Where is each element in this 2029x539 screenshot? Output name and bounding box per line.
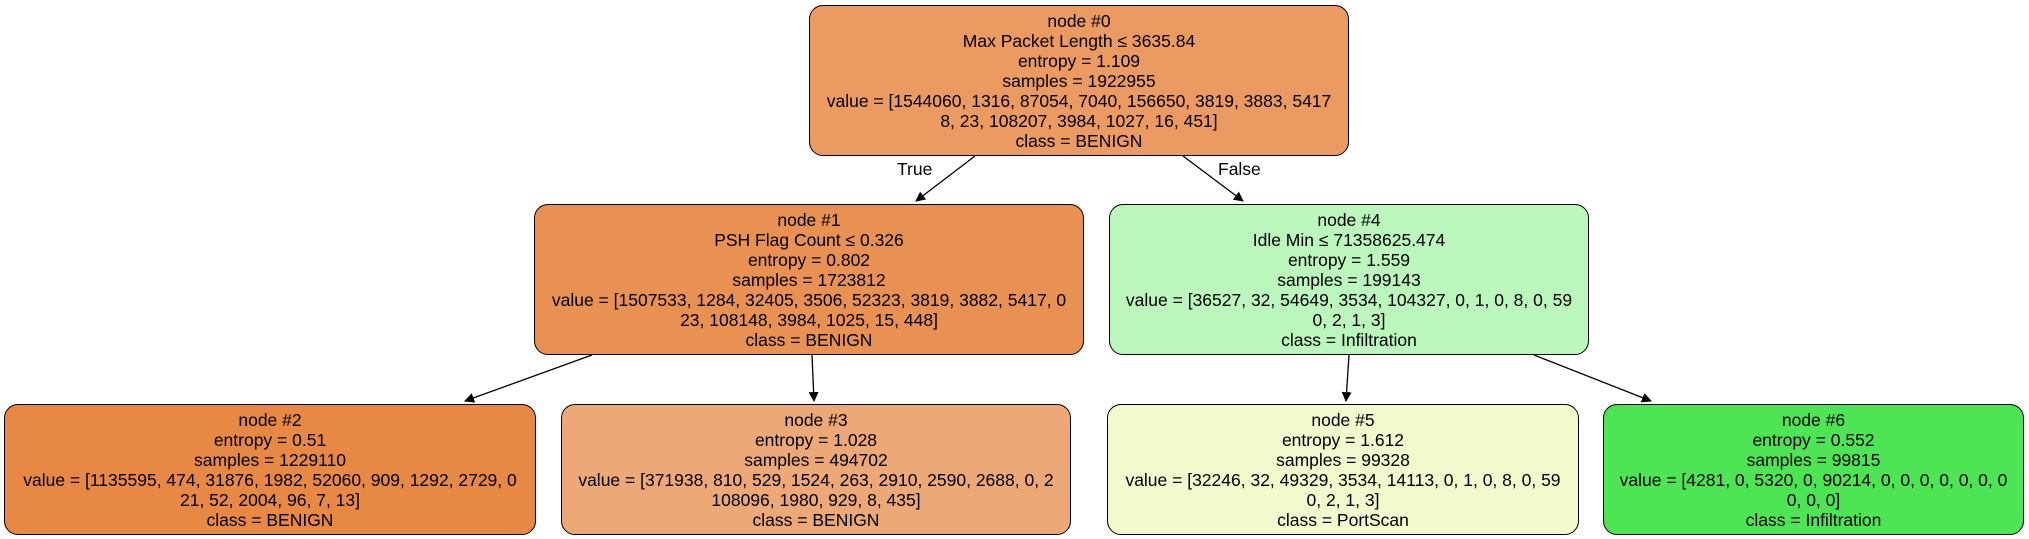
edge-label-false: False xyxy=(1218,159,1261,179)
node-entropy: entropy = 0.51 xyxy=(213,429,327,450)
node-value: value = [1544060, 1316, 87054, 7040, 156… xyxy=(826,90,1332,111)
node-samples: samples = 1922955 xyxy=(1002,70,1156,91)
node-samples: samples = 494702 xyxy=(744,449,888,470)
node-samples: samples = 1723812 xyxy=(732,269,886,290)
node-entropy: entropy = 1.109 xyxy=(1017,50,1141,71)
node-value-cont: 8, 23, 108207, 3984, 1027, 16, 451] xyxy=(940,110,1218,131)
node-entropy: entropy = 0.552 xyxy=(1752,429,1875,450)
tree-node-3: node #3 entropy = 1.028 samples = 494702… xyxy=(561,404,1071,535)
node-entropy: entropy = 1.028 xyxy=(754,429,878,450)
node-class: class = Infiltration xyxy=(1281,329,1417,350)
node-split: Max Packet Length ≤ 3635.84 xyxy=(962,30,1196,51)
node-value-cont: 21, 52, 2004, 96, 7, 13] xyxy=(179,489,360,510)
node-title: node #4 xyxy=(1317,209,1381,230)
node-entropy: entropy = 0.802 xyxy=(747,249,871,270)
node-split: Idle Min ≤ 71358625.474 xyxy=(1252,229,1446,250)
node-title: node #3 xyxy=(784,409,848,430)
node-title: node #0 xyxy=(1047,10,1111,31)
node-title: node #6 xyxy=(1781,409,1846,430)
node-value: value = [1135595, 474, 31876, 1982, 5206… xyxy=(23,469,517,490)
node-value: value = [1507533, 1284, 32405, 3506, 523… xyxy=(551,289,1067,310)
node-value-cont: 0, 2, 1, 3] xyxy=(1306,489,1380,510)
edge-4-5 xyxy=(1341,354,1352,402)
edge-label-true: True xyxy=(897,159,933,179)
edge-0-1 xyxy=(915,155,976,202)
tree-node-5: node #5 entropy = 1.612 samples = 99328 … xyxy=(1107,404,1579,535)
node-value: value = [4281, 0, 5320, 0, 90214, 0, 0, … xyxy=(1619,469,2008,490)
node-samples: samples = 99815 xyxy=(1746,449,1881,470)
node-entropy: entropy = 1.559 xyxy=(1287,249,1411,270)
node-value: value = [32246, 32, 49329, 3534, 14113, … xyxy=(1125,469,1561,490)
edge-1-3 xyxy=(808,354,819,402)
node-class: class = Infiltration xyxy=(1745,509,1882,530)
edge-4-6 xyxy=(1533,354,1652,403)
node-value-cont: 23, 108148, 3984, 1025, 15, 448] xyxy=(680,309,938,330)
node-class: class = BENIGN xyxy=(745,329,873,350)
node-title: node #5 xyxy=(1311,409,1375,430)
node-title: node #1 xyxy=(777,209,841,230)
node-value: value = [371938, 810, 529, 1524, 263, 29… xyxy=(578,469,1054,490)
node-samples: samples = 1229110 xyxy=(194,449,346,470)
node-class: class = BENIGN xyxy=(1015,130,1143,151)
node-entropy: entropy = 1.612 xyxy=(1281,429,1405,450)
node-class: class = PortScan xyxy=(1277,509,1409,530)
node-value-cont: 0, 0, 0] xyxy=(1786,489,1841,510)
edge-1-2 xyxy=(464,354,593,403)
node-class: class = BENIGN xyxy=(752,509,880,530)
node-samples: samples = 199143 xyxy=(1277,269,1421,290)
tree-node-0: node #0 Max Packet Length ≤ 3635.84 entr… xyxy=(809,5,1349,156)
node-class: class = BENIGN xyxy=(206,509,334,530)
edge-0-4 xyxy=(1182,155,1244,202)
tree-node-6: node #6 entropy = 0.552 samples = 99815 … xyxy=(1603,404,2024,535)
tree-node-4: node #4 Idle Min ≤ 71358625.474 entropy … xyxy=(1109,204,1589,355)
node-value-cont: 108096, 1980, 929, 8, 435] xyxy=(711,489,921,510)
tree-node-2: node #2 entropy = 0.51 samples = 1229110… xyxy=(4,404,536,535)
node-value: value = [36527, 32, 54649, 3534, 104327,… xyxy=(1125,289,1573,310)
node-value-cont: 0, 2, 1, 3] xyxy=(1312,309,1386,330)
node-samples: samples = 99328 xyxy=(1276,449,1410,470)
tree-node-1: node #1 PSH Flag Count ≤ 0.326 entropy =… xyxy=(534,204,1084,355)
node-title: node #2 xyxy=(238,409,302,430)
node-split: PSH Flag Count ≤ 0.326 xyxy=(714,229,904,250)
